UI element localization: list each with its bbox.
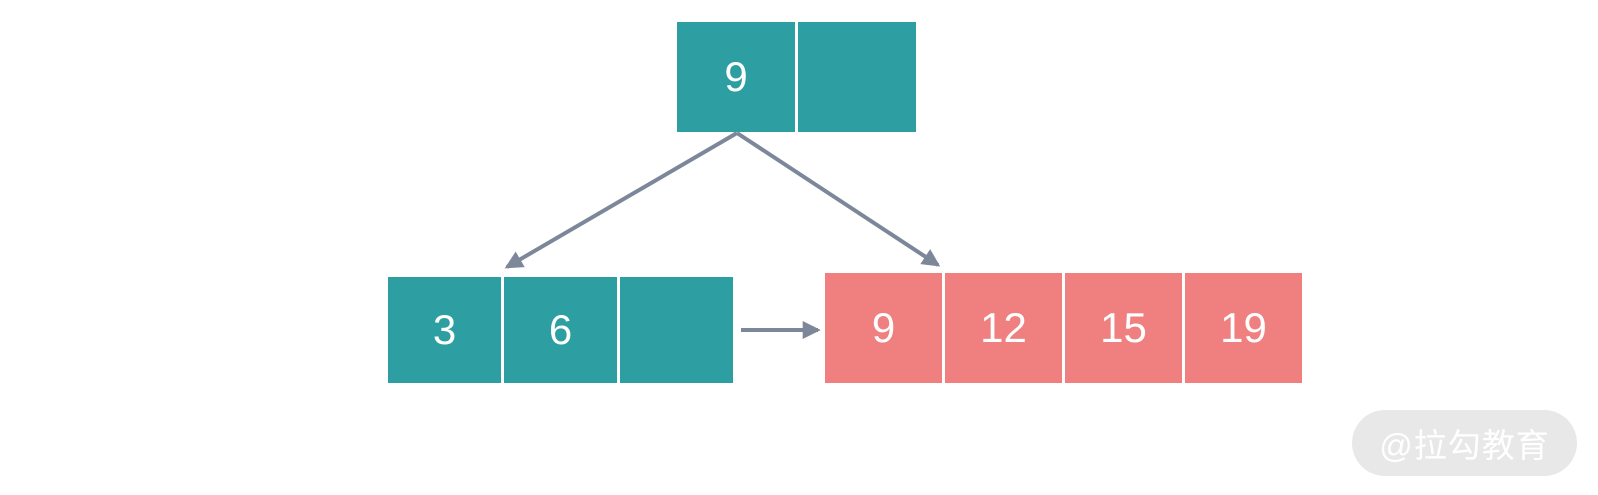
- watermark-text: @拉勾教育: [1379, 427, 1550, 464]
- node-cell: 3: [388, 277, 501, 383]
- edge-root-to-left-arrow: [504, 131, 739, 269]
- edge-root-to-right-arrow: [735, 131, 941, 267]
- node-cell-empty: [798, 22, 916, 132]
- node-cell: 12: [945, 273, 1062, 383]
- node-cell: 19: [1185, 273, 1302, 383]
- node-cell: 15: [1065, 273, 1182, 383]
- node-cell: 6: [504, 277, 617, 383]
- btree-node-right-child: 9 12 15 19: [825, 273, 1302, 383]
- btree-node-left-child: 3 6: [388, 277, 733, 383]
- node-cell: 9: [825, 273, 942, 383]
- btree-node-root: 9: [677, 22, 916, 132]
- node-cell-empty: [620, 277, 733, 383]
- node-cell: 9: [677, 22, 795, 132]
- watermark-badge: @拉勾教育: [1352, 410, 1577, 476]
